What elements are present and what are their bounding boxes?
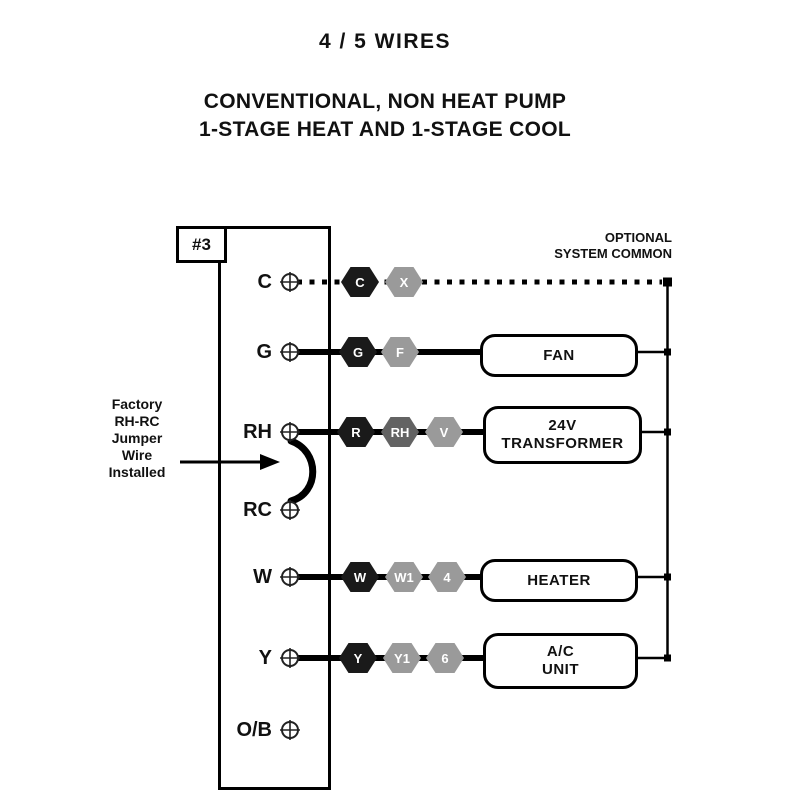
terminal-label-rc: RC	[243, 499, 272, 521]
device-heater-label: HEATER	[527, 571, 591, 589]
device-fan-label: FAN	[543, 346, 575, 364]
subtitle-line1: CONVENTIONAL, NON HEAT PUMP	[203, 90, 567, 113]
wire-label-w: W	[341, 562, 379, 592]
jumper-note-line5: Installed	[108, 464, 166, 480]
optional-common-line2: SYSTEM COMMON	[554, 246, 672, 261]
terminal-label-ob: O/B	[236, 719, 272, 741]
device-ac: A/C UNIT	[483, 633, 638, 689]
wire-label-r: R	[337, 417, 375, 447]
optional-common-note: OPTIONAL SYSTEM COMMON	[460, 230, 672, 262]
terminal-label-g: G	[256, 341, 272, 363]
terminal-screw-ob	[280, 720, 300, 740]
jumper-arrow	[180, 454, 280, 470]
wire-label-x: X	[385, 267, 423, 297]
terminal-screw-w	[280, 567, 300, 587]
wire-label-rh: RH	[381, 417, 419, 447]
wire-label-g: G	[339, 337, 377, 367]
common-rail	[630, 282, 671, 662]
diagram-subtitle: CONVENTIONAL, NON HEAT PUMP 1-STAGE HEAT…	[0, 88, 770, 144]
wire-label-4: 4	[428, 562, 466, 592]
device-ac-label2: UNIT	[542, 661, 579, 678]
device-heater: HEATER	[480, 559, 638, 602]
terminal-label-y: Y	[258, 647, 272, 669]
device-ac-label1: A/C	[546, 643, 575, 660]
device-transformer-label2: TRANSFORMER	[501, 435, 624, 452]
terminal-block	[218, 226, 331, 790]
wire-label-f: F	[381, 337, 419, 367]
jumper-note-line2: RH-RC	[114, 413, 160, 429]
wire-label-y: Y	[339, 643, 377, 673]
wire-label-y1: Y1	[383, 643, 421, 673]
terminal-screw-g	[280, 342, 300, 362]
diagram-title: 4 / 5 WIRES	[318, 30, 452, 53]
wire-label-6: 6	[426, 643, 464, 673]
terminal-label-rh: RH	[243, 421, 272, 443]
terminal-screw-rh	[280, 422, 300, 442]
terminal-block-tag: #3	[176, 226, 227, 263]
terminal-screw-c	[280, 272, 300, 292]
device-fan: FAN	[480, 334, 638, 377]
device-transformer-label1: 24V	[548, 417, 577, 434]
terminal-label-w: W	[253, 566, 272, 588]
wire-label-c: C	[341, 267, 379, 297]
jumper-wire	[287, 437, 317, 505]
subtitle-line2: 1-STAGE HEAT AND 1-STAGE COOL	[199, 118, 571, 141]
optional-common-line1: OPTIONAL	[604, 230, 672, 245]
terminal-screw-y	[280, 648, 300, 668]
device-transformer: 24V TRANSFORMER	[483, 406, 642, 464]
jumper-note: Factory RH-RC Jumper Wire Installed	[72, 396, 202, 481]
terminal-label-c: C	[257, 271, 272, 293]
jumper-note-line4: Wire	[121, 447, 153, 463]
wire-label-w1: W1	[385, 562, 423, 592]
terminal-screw-rc	[280, 500, 300, 520]
wire-label-v: V	[425, 417, 463, 447]
jumper-note-line1: Factory	[111, 396, 163, 412]
jumper-note-line3: Jumper	[111, 430, 163, 446]
